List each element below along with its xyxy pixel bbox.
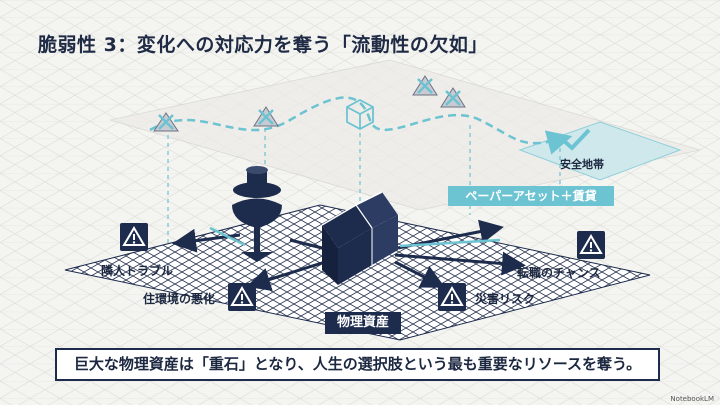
upper-plane bbox=[109, 59, 701, 211]
disaster-risk-label: 災害リスク bbox=[475, 292, 536, 306]
page-title: 脆弱性 3：変化への対応力を奪う「流動性の欠如」 bbox=[38, 34, 488, 56]
liquidity-path bbox=[149, 96, 573, 155]
check-icon bbox=[561, 128, 591, 151]
house-icon bbox=[321, 191, 398, 285]
warning-icon bbox=[577, 231, 605, 259]
caption-box: 巨大な物理資産は「重石」となり、人生の選択肢という最も重要なリソースを奪う。 bbox=[55, 348, 660, 381]
cube-icon bbox=[346, 98, 374, 131]
pin-icon bbox=[232, 166, 282, 262]
environment-decline-label: 住環境の悪化 bbox=[143, 292, 216, 306]
physical-assets-tag: 物理資産 bbox=[325, 312, 401, 334]
warning-icon bbox=[438, 283, 466, 311]
crossed-triangle-icon bbox=[440, 87, 466, 108]
neighbor-trouble-label: 隣人トラブル bbox=[101, 264, 174, 278]
warning-icon bbox=[228, 283, 256, 311]
crossed-triangle-icon bbox=[153, 112, 179, 132]
paper-assets-tag: ペーパーアセット＋賃貸 bbox=[448, 186, 614, 206]
warning-icon bbox=[120, 223, 148, 251]
crossed-triangle-icon bbox=[412, 75, 438, 96]
teal-link bbox=[209, 226, 246, 247]
job-change-chance-label: 転職のチャンス bbox=[517, 266, 601, 280]
safe-zone-label: 安全地帯 bbox=[560, 158, 604, 171]
crossed-triangle-icon bbox=[253, 106, 279, 127]
brand-watermark: NotebookLM bbox=[670, 395, 714, 403]
teal-link bbox=[399, 238, 501, 248]
